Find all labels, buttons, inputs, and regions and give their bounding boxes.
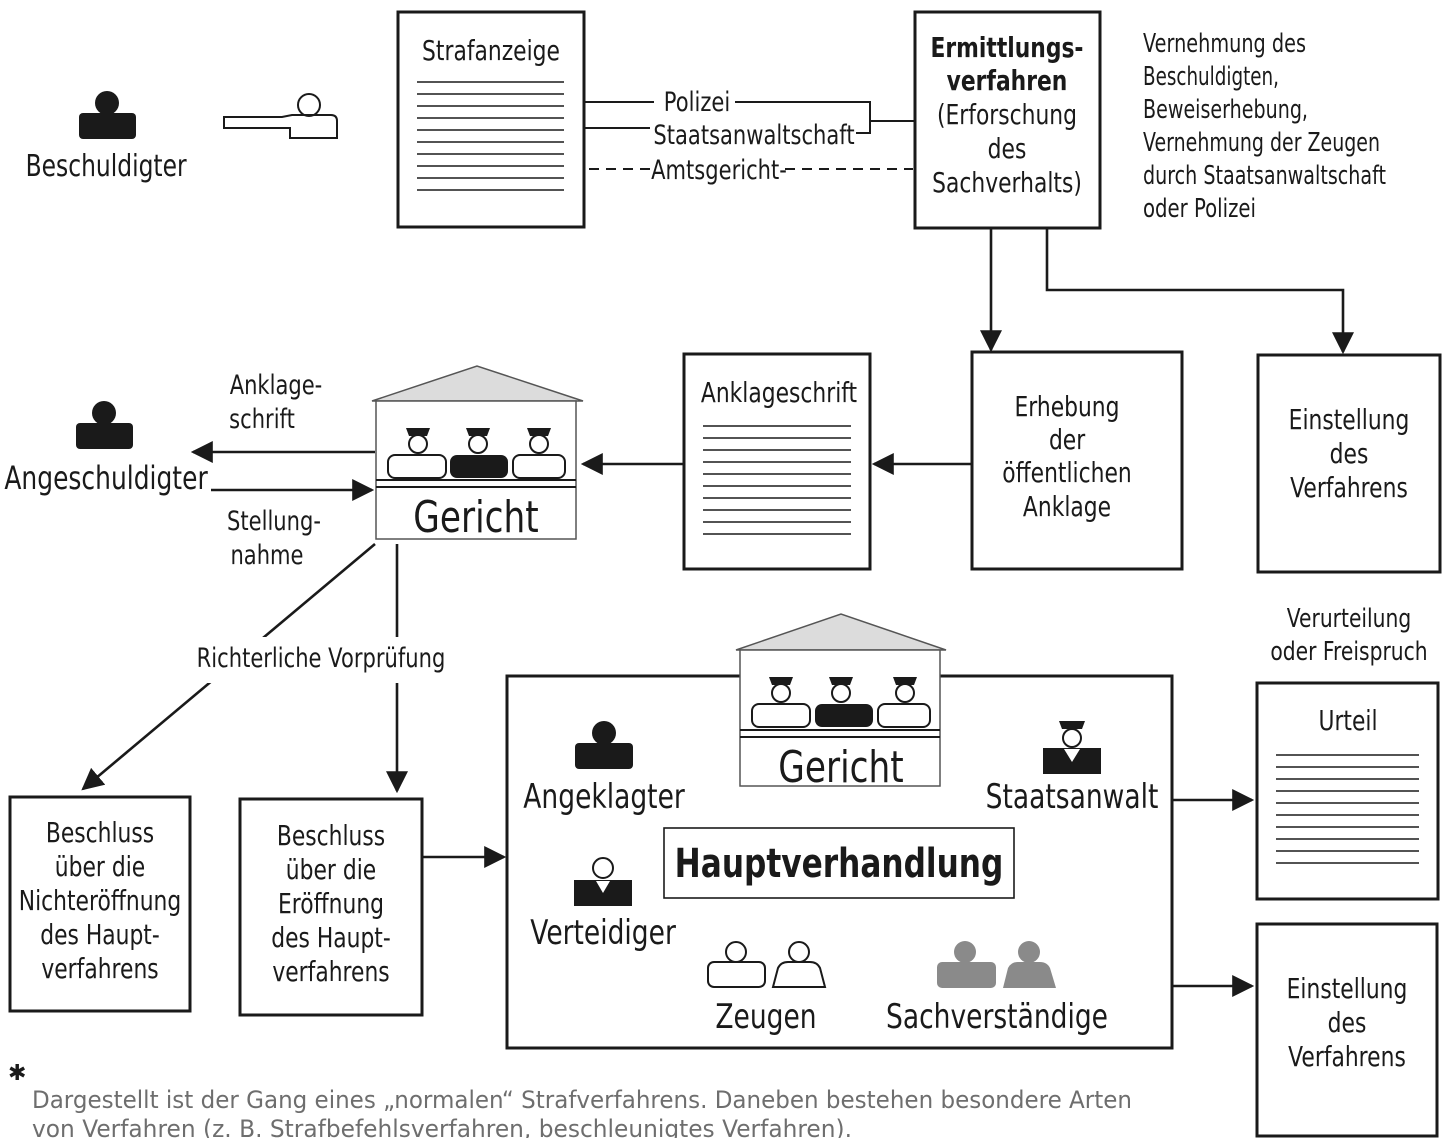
- staatsanwaltschaft-label: Staatsanwaltschaft: [653, 119, 854, 150]
- hauptverhandlung-title: Hauptverhandlung: [663, 827, 1015, 899]
- erhebung-line-2: der: [1049, 423, 1086, 455]
- nichteroeffnung-line-1: Beschluss: [46, 816, 154, 848]
- vernehmung-line-5: durch Staatsanwaltschaft: [1143, 161, 1386, 191]
- asterisk-icon: ✱: [8, 1061, 26, 1086]
- verurteilung-line-1: Verurteilung: [1287, 604, 1411, 634]
- beschuldigter-label: Beschuldigter: [26, 149, 188, 184]
- nichteroeffnung-line-4: des Haupt-: [40, 918, 160, 950]
- document-lines: [1276, 754, 1419, 864]
- gericht-building-middle: Gericht: [371, 365, 584, 543]
- erhebung-box: Erhebung der öffentlichen Anklage: [970, 350, 1184, 571]
- beschuldigter-figure: Beschuldigter: [26, 91, 188, 184]
- staatsanwalt-figure: Staatsanwalt: [986, 721, 1159, 817]
- connectors-top: [584, 101, 915, 170]
- hauptverhandlung-panel: Gericht Angeklagter Staatsanwalt Hauptve…: [505, 613, 1174, 1050]
- vernehmung-line-3: Beweiserhebung,: [1143, 95, 1308, 125]
- gericht-label-middle: Gericht: [413, 492, 538, 543]
- vernehmung-text: Vernehmung des Beschuldigten, Beweiserhe…: [1143, 29, 1386, 224]
- vernehmung-line-1: Vernehmung des: [1143, 29, 1306, 59]
- vernehmung-line-4: Vernehmung der Zeugen: [1143, 128, 1380, 158]
- strafanzeige-box: Strafanzeige: [396, 10, 586, 229]
- person-dark-icon: [76, 401, 133, 449]
- erhebung-line-1: Erhebung: [1014, 390, 1119, 422]
- document-lines: [703, 425, 851, 535]
- zeugen-figure: Zeugen: [707, 941, 827, 1037]
- amtsgericht-label: Amtsgericht-: [651, 154, 787, 185]
- einstellung-lower-line-3: Verfahrens: [1288, 1040, 1406, 1072]
- verteidiger-figure: Verteidiger: [530, 857, 676, 953]
- ermittlung-line-3: (Erforschung: [937, 98, 1077, 130]
- verteidiger-label: Verteidiger: [530, 914, 676, 953]
- roof-icon: [735, 613, 947, 651]
- angeschuldigter-figure: Angeschuldigter: [4, 401, 208, 497]
- defender-icon: [574, 857, 632, 906]
- einstellung-lower-line-2: des: [1328, 1006, 1367, 1038]
- vorpruefung-label: Richterliche Vorprüfung: [197, 642, 446, 673]
- angeklagter-figure: Angeklagter: [523, 721, 685, 817]
- vorpruefung-label-bg: [203, 637, 439, 683]
- person-dark-icon: [79, 91, 136, 139]
- angeklagter-label: Angeklagter: [523, 778, 685, 817]
- pointing-hand-icon: [223, 93, 338, 139]
- eroeffnung-line-2: über die: [286, 853, 376, 885]
- nichteroeffnung-line-5: verfahrens: [41, 952, 158, 984]
- erhebung-line-3: öffentlichen: [1002, 456, 1131, 488]
- ermittlungsverfahren-box: Ermittlungs- verfahren (Erforschung des …: [913, 10, 1102, 230]
- polizei-label: Polizei: [664, 86, 730, 117]
- footnote-line-1: Dargestellt ist der Gang eines „normalen…: [32, 1086, 1132, 1114]
- anklageschrift-box: Anklageschrift: [682, 352, 872, 571]
- einstellung-top-line-2: des: [1330, 437, 1369, 469]
- zeugen-label: Zeugen: [715, 998, 816, 1037]
- ermittlung-line-4: des: [988, 132, 1027, 164]
- sachverstaendige-label: Sachverständige: [886, 998, 1108, 1037]
- hauptverhandlung-label: Hauptverhandlung: [675, 841, 1004, 887]
- anklageschrift-title: Anklageschrift: [701, 376, 857, 408]
- gericht-label-lower: Gericht: [778, 742, 903, 793]
- footnote: ✱ Dargestellt ist der Gang eines „normal…: [8, 1061, 1132, 1138]
- stellung-label-line-1: Stellung-: [227, 505, 321, 536]
- ermittlung-line-2: verfahren: [947, 64, 1068, 96]
- verurteilung-line-2: oder Freispruch: [1270, 637, 1427, 667]
- nichteroeffnung-box: Beschluss über die Nichteröffnung des Ha…: [8, 795, 192, 1013]
- angeschuldigter-label: Angeschuldigter: [4, 459, 208, 497]
- footnote-line-2: von Verfahren (z. B. Strafbefehlsverfahr…: [32, 1115, 852, 1138]
- einstellung-box-lower: Einstellung des Verfahrens: [1255, 922, 1439, 1138]
- stellung-label-line-2: nahme: [230, 539, 303, 570]
- einstellung-box-top: Einstellung des Verfahrens: [1256, 353, 1442, 574]
- eroeffnung-line-3: Eröffnung: [278, 887, 384, 919]
- judges-icon: [751, 677, 931, 728]
- anklage-label-line-2: schrift: [229, 403, 295, 434]
- erhebung-line-4: Anklage: [1023, 490, 1111, 522]
- arrow-to-einstellung-top: [1045, 228, 1354, 355]
- ermittlung-line-1: Ermittlungs-: [930, 31, 1083, 63]
- einstellung-top-line-1: Einstellung: [1289, 403, 1410, 435]
- einstellung-lower-line-1: Einstellung: [1287, 972, 1408, 1004]
- vernehmung-line-2: Beschuldigten,: [1143, 62, 1279, 92]
- document-lines: [417, 81, 564, 191]
- ermittlung-line-5: Sachverhalts): [932, 166, 1082, 198]
- anklage-label-line-1: Anklage-: [230, 369, 323, 400]
- eroeffnung-line-4: des Haupt-: [271, 921, 391, 953]
- strafanzeige-title: Strafanzeige: [422, 34, 560, 66]
- einstellung-top-line-3: Verfahrens: [1290, 471, 1408, 503]
- staatsanwalt-label: Staatsanwalt: [986, 778, 1159, 817]
- experts-icon: [937, 941, 1056, 988]
- urteil-title: Urteil: [1318, 704, 1377, 736]
- eroeffnung-box: Beschluss über die Eröffnung des Haupt- …: [238, 797, 424, 1017]
- judges-icon: [387, 428, 566, 479]
- person-dark-icon: [575, 721, 633, 769]
- sachverstaendige-figure: Sachverständige: [886, 941, 1108, 1037]
- vernehmung-line-6: oder Polizei: [1143, 194, 1256, 224]
- roof-icon: [371, 365, 584, 402]
- prosecutor-icon: [1043, 721, 1101, 774]
- eroeffnung-line-5: verfahrens: [272, 955, 389, 987]
- urteil-box: Urteil: [1255, 681, 1440, 901]
- nichteroeffnung-line-2: über die: [55, 850, 145, 882]
- gericht-building-lower: Gericht: [735, 613, 947, 793]
- eroeffnung-line-1: Beschluss: [277, 819, 385, 851]
- witnesses-icon: [707, 941, 827, 988]
- nichteroeffnung-line-3: Nichteröffnung: [19, 884, 181, 916]
